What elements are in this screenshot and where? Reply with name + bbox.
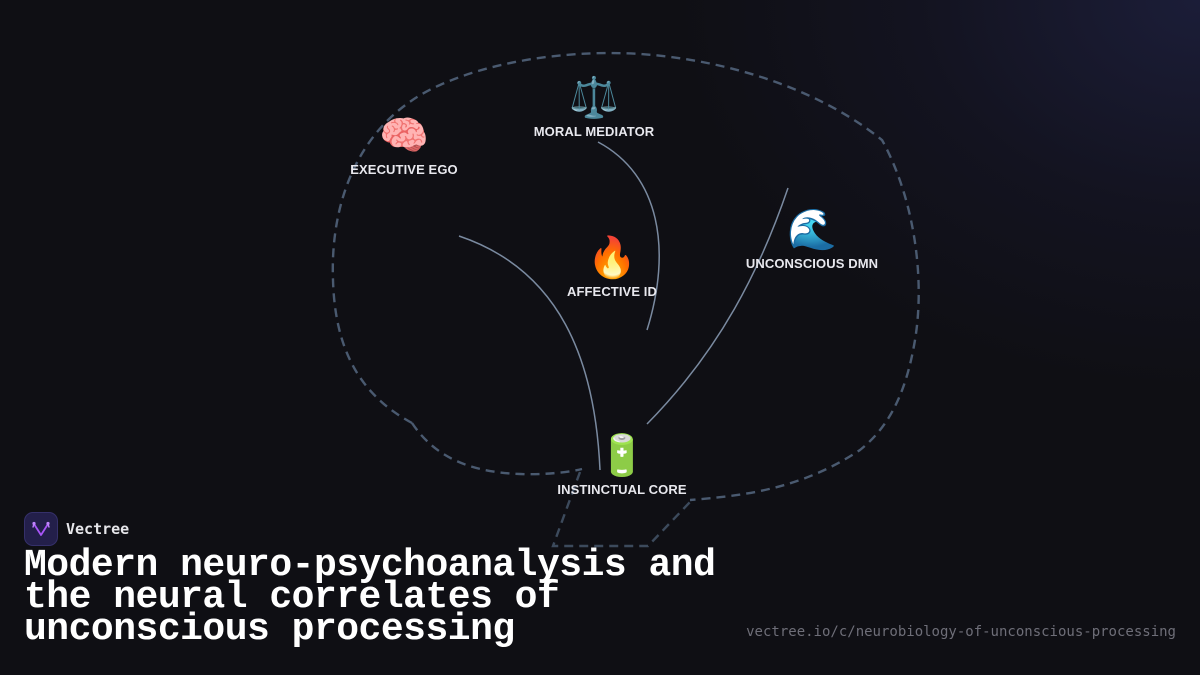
connector-dmn-core	[646, 187, 789, 425]
connector-ego-core	[458, 235, 601, 471]
node-instinctual-core[interactable]: 🔋 INSTINCTUAL CORE	[557, 432, 686, 497]
node-label: INSTINCTUAL CORE	[557, 482, 687, 497]
node-affective-id[interactable]: 🔥 AFFECTIVE ID	[567, 234, 657, 299]
node-label: MORAL MEDIATOR	[533, 124, 655, 139]
node-label: AFFECTIVE ID	[566, 284, 658, 299]
brainstem-outline	[551, 471, 691, 548]
page-url[interactable]: vectree.io/c/neurobiology-of-unconscious…	[746, 624, 1176, 640]
battery-icon: 🔋	[597, 434, 647, 478]
node-label: UNCONSCIOUS DMN	[745, 256, 879, 271]
vectree-logo-icon	[24, 512, 58, 546]
brand-name: Vectree	[66, 520, 130, 538]
node-executive-ego[interactable]: 🧠 EXECUTIVE EGO	[350, 112, 458, 177]
node-moral-mediator[interactable]: ⚖️ MORAL MEDIATOR	[534, 74, 655, 139]
brain-outline-lower	[411, 422, 583, 476]
balance-scale-icon: ⚖️	[569, 76, 619, 120]
fire-icon: 🔥	[587, 236, 637, 280]
water-wave-icon: 🌊	[787, 208, 837, 252]
page-title: Modern neuro-psychoanalysis and the neur…	[24, 544, 716, 651]
node-label: EXECUTIVE EGO	[350, 162, 458, 177]
brain-outline	[331, 51, 920, 502]
connector-moral-id	[597, 141, 660, 331]
brain-icon: 🧠	[379, 114, 429, 158]
brand: Vectree	[24, 512, 129, 546]
node-unconscious-dmn[interactable]: 🌊 UNCONSCIOUS DMN	[746, 206, 878, 271]
